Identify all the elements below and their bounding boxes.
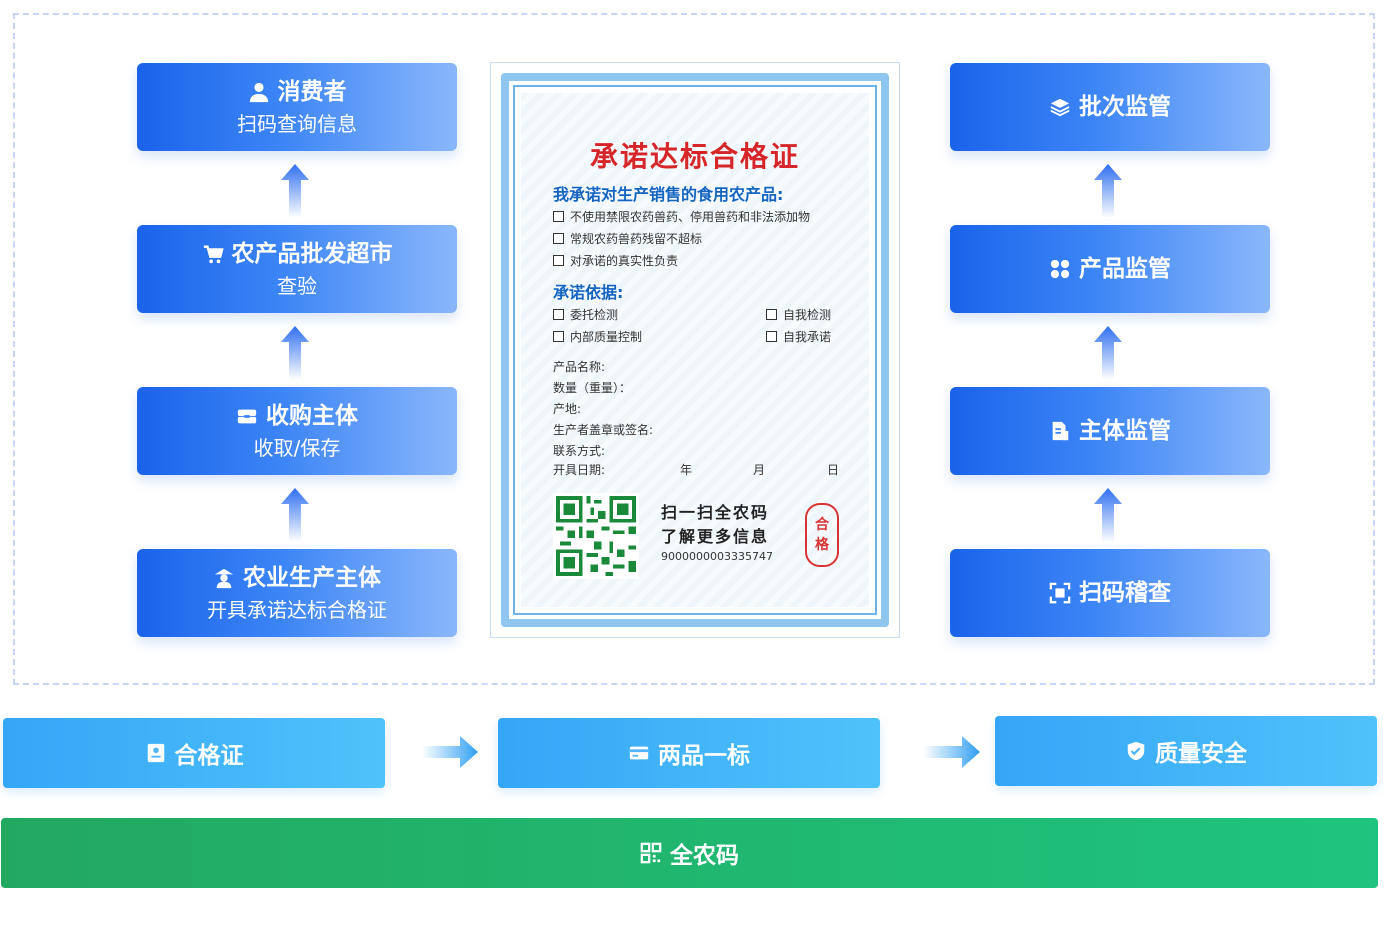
date-year: 年 [680, 463, 693, 477]
right-arrow-icon [422, 736, 478, 768]
scan-icon [1049, 582, 1071, 604]
producer-card: 农业生产主体 开具承诺达标合格证 [137, 549, 457, 637]
basis-heading: 承诺依据: [553, 283, 624, 302]
field-signature: 生产者盖章或签名: [553, 423, 654, 437]
basis-checkbox: 自我检测 [766, 306, 831, 323]
stamp-char: 格 [815, 537, 829, 553]
purchaser-subtitle: 收取/保存 [253, 435, 341, 460]
consumer-card: 消费者 扫码查询信息 [137, 63, 457, 151]
quality-safety-bar: 质量安全 [995, 716, 1377, 786]
qrcode-image [553, 493, 639, 579]
batch-supervision-title: 批次监管 [1079, 94, 1171, 120]
purchaser-title: 收购主体 [266, 402, 358, 429]
building-icon [1049, 420, 1071, 442]
two-products-bar: 两品一标 [498, 718, 880, 788]
certificate-icon [145, 742, 167, 764]
commit-text: 不使用禁限农药兽药、停用兽药和非法添加物 [570, 210, 811, 224]
certificate-title: 承诺达标合格证 [589, 140, 800, 173]
field-date: 开具日期: [553, 463, 606, 477]
qrcode-icon [640, 842, 662, 864]
cart-icon [202, 243, 224, 265]
right-arrow-icon [924, 736, 980, 768]
producer-subtitle: 开具承诺达标合格证 [207, 597, 387, 622]
producer-title: 农业生产主体 [243, 564, 381, 591]
user-icon [248, 81, 270, 103]
basis-text: 内部质量控制 [570, 330, 643, 344]
stamp-char: 合 [815, 517, 829, 533]
commit-checkbox: 常规农药兽药残留不超标 [553, 230, 702, 247]
basis-text: 自我检测 [783, 308, 832, 322]
basis-text: 自我承诺 [783, 330, 832, 344]
commit-checkbox: 不使用禁限农药兽药、停用兽药和非法添加物 [553, 208, 810, 225]
qualified-stamp: 合 格 [805, 503, 839, 567]
basis-checkbox: 委托检测 [553, 306, 618, 323]
date-day: 日 [827, 463, 840, 477]
code-number: 9000000003335747 [661, 550, 773, 563]
up-arrow-icon [1094, 488, 1122, 542]
certificate-bar: 合格证 [3, 718, 385, 788]
certificate-border [501, 73, 889, 627]
up-arrow-icon [1094, 164, 1122, 218]
up-arrow-icon [1094, 326, 1122, 380]
certificate-image: 承诺达标合格证 我承诺对生产销售的食用农产品: 不使用禁限农药兽药、停用兽药和非… [490, 62, 900, 638]
field-product-name: 产品名称: [553, 360, 606, 374]
field-origin: 产地: [553, 402, 582, 416]
commit-checkbox: 对承诺的真实性负责 [553, 252, 678, 269]
grid-icon [1049, 258, 1071, 280]
entity-supervision-card: 主体监管 [950, 387, 1270, 475]
scan-line-1: 扫一扫全农码 [661, 503, 770, 522]
scan-inspection-title: 扫码稽查 [1079, 580, 1171, 606]
scan-inspection-card: 扫码稽查 [950, 549, 1270, 637]
commit-heading: 我承诺对生产销售的食用农产品: [553, 185, 784, 204]
quality-safety-bar-label: 质量安全 [1155, 741, 1247, 767]
up-arrow-icon [281, 488, 309, 542]
date-month: 月 [753, 463, 766, 477]
full-agri-code-bar: 全农码 [1, 818, 1378, 888]
farmer-icon [213, 567, 235, 589]
purchaser-card: 收购主体 收取/保存 [137, 387, 457, 475]
full-agri-code-label: 全农码 [670, 843, 739, 869]
basis-checkbox: 自我承诺 [766, 328, 831, 345]
consumer-subtitle: 扫码查询信息 [237, 111, 357, 136]
layers-icon [1049, 96, 1071, 118]
basis-checkbox: 内部质量控制 [553, 328, 642, 345]
storage-icon [236, 405, 258, 427]
shield-icon [1125, 740, 1147, 762]
scan-line-2: 了解更多信息 [661, 527, 770, 546]
up-arrow-icon [281, 326, 309, 380]
entity-supervision-title: 主体监管 [1079, 418, 1171, 444]
up-arrow-icon [281, 164, 309, 218]
certificate-bar-label: 合格证 [174, 743, 244, 769]
two-products-bar-label: 两品一标 [658, 743, 750, 769]
certificate-inner-border [513, 85, 877, 615]
wholesale-title: 农产品批发超市 [231, 240, 393, 267]
field-contact: 联系方式: [553, 444, 606, 458]
commit-text: 常规农药兽药残留不超标 [570, 232, 703, 246]
product-supervision-title: 产品监管 [1079, 256, 1171, 282]
card-icon [628, 742, 650, 764]
consumer-title: 消费者 [277, 78, 347, 105]
basis-text: 委托检测 [570, 308, 619, 322]
diagram-frame [13, 13, 1375, 685]
product-supervision-card: 产品监管 [950, 225, 1270, 313]
field-quantity: 数量（重量）： [553, 381, 632, 395]
wholesale-card: 农产品批发超市 查验 [137, 225, 457, 313]
wholesale-subtitle: 查验 [277, 273, 317, 298]
batch-supervision-card: 批次监管 [950, 63, 1270, 151]
commit-text: 对承诺的真实性负责 [570, 254, 679, 268]
